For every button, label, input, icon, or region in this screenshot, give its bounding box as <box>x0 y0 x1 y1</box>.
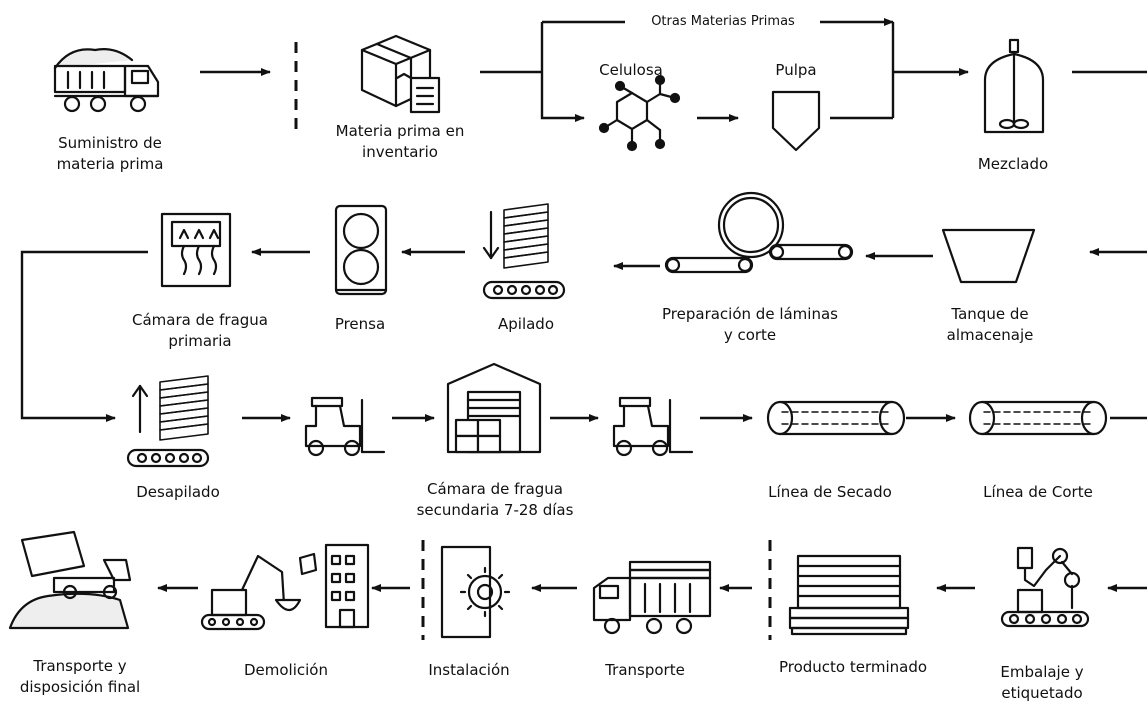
label-line: primaria <box>168 332 232 350</box>
label-instalacion: Instalación <box>428 661 510 679</box>
funnel-icon <box>771 90 821 152</box>
label-camara2: Cámara de fragua secundaria 7-28 días <box>417 479 574 521</box>
label-line: Cámara de fragua <box>427 480 563 498</box>
dump-truck-icon <box>8 530 132 630</box>
tank-icon <box>941 228 1036 284</box>
label-mezclado: Mezclado <box>977 155 1049 173</box>
flow-arrows <box>20 18 1147 640</box>
label-line: materia prima <box>56 155 164 173</box>
stack-icon-2 <box>126 375 210 468</box>
label-embalaje: Embalaje y etiquetado <box>1000 662 1083 704</box>
label-final: Transporte y disposición final <box>20 656 140 698</box>
mixer-icon <box>983 38 1045 134</box>
roll-icon <box>766 400 906 436</box>
forklift-icon-2 <box>612 396 694 457</box>
robot-arm-icon <box>1000 546 1090 628</box>
label-line: Tanque de <box>951 305 1029 323</box>
label-line: almacenaje <box>946 326 1034 344</box>
truck-icon-2 <box>592 560 712 635</box>
label-line: Embalaje y <box>1000 663 1084 681</box>
label-transporte: Transporte <box>605 661 685 679</box>
label-line: disposición final <box>19 678 141 696</box>
label-preparacion: Preparación de láminas y corte <box>662 304 838 346</box>
label-producto: Producto terminado <box>778 658 928 676</box>
label-apilado: Apilado <box>497 315 555 333</box>
label-prensa: Prensa <box>334 315 386 333</box>
label-suministro: Suministro de materia prima <box>57 133 164 175</box>
label-line: Preparación de láminas <box>662 305 838 323</box>
label-line: Materia prima en <box>335 122 465 140</box>
label-line: Suministro de <box>58 134 162 152</box>
label-secado: Línea de Secado <box>768 483 892 501</box>
chamber-icon <box>160 212 232 288</box>
box-icon <box>360 34 441 114</box>
roll-icon-2 <box>968 400 1108 436</box>
excavator-icon <box>200 543 370 631</box>
label-line: y corte <box>723 326 777 344</box>
label-camara1: Cámara de fragua primaria <box>132 310 268 352</box>
label-corte: Línea de Corte <box>983 483 1093 501</box>
label-celulosa: Celulosa <box>599 61 663 79</box>
label-line: secundaria 7-28 días <box>416 501 574 519</box>
label-line: Transporte y <box>33 657 127 675</box>
label-desapilado: Desapilado <box>136 483 220 501</box>
truck-icon <box>53 48 160 113</box>
press-icon <box>334 204 388 296</box>
rollers-icon <box>664 191 854 274</box>
label-demolicion: Demolición <box>243 661 329 679</box>
gear-icon <box>440 545 511 639</box>
molecule-icon <box>598 74 681 152</box>
label-tanque: Tanque de almacenaje <box>947 304 1034 346</box>
label-line: inventario <box>362 143 438 161</box>
warehouse-icon <box>446 362 542 454</box>
label-otras: Otras Materias Primas <box>651 14 795 29</box>
label-inventario: Materia prima en inventario <box>336 121 465 163</box>
label-line: etiquetado <box>1001 684 1083 702</box>
pallet-icon <box>788 554 910 636</box>
forklift-icon <box>304 396 386 457</box>
label-pulpa: Pulpa <box>775 61 817 79</box>
stack-icon <box>482 203 566 300</box>
label-line: Cámara de fragua <box>132 311 268 329</box>
